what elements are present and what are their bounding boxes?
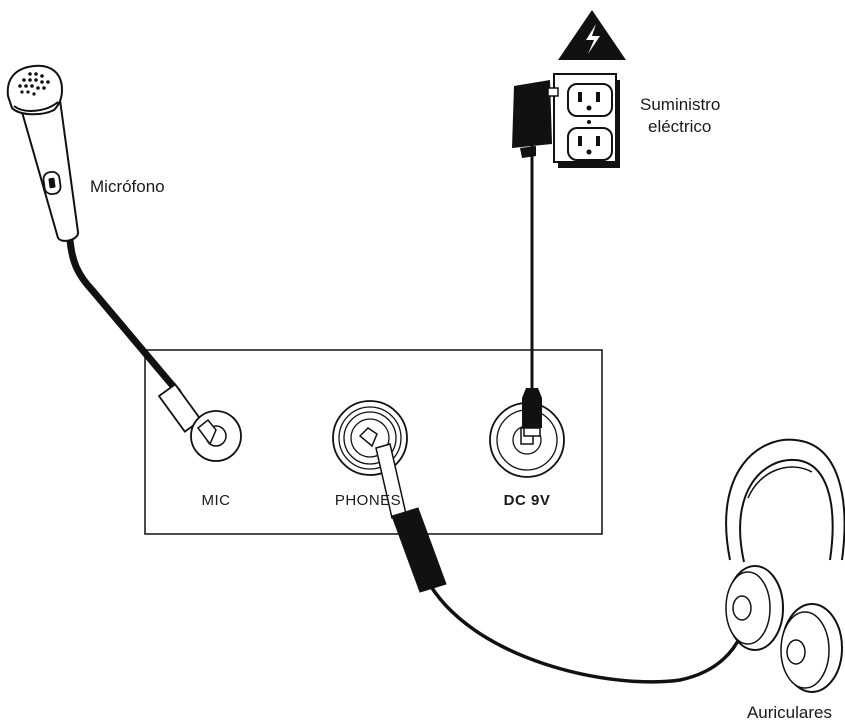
microphone-cable (66, 236, 182, 396)
headphones-icon (725, 438, 845, 693)
power-supply-label-line1: Suministro (640, 95, 720, 114)
power-adapter-icon (512, 80, 559, 158)
headphone-plug (375, 443, 447, 593)
mic-jack (190, 410, 242, 462)
power-supply-label-line2: eléctrico (648, 117, 711, 136)
dc-plug (522, 388, 542, 437)
microphone-icon (6, 64, 79, 242)
headphones-label: Auriculares (747, 703, 832, 722)
power-outlet-icon (553, 73, 620, 168)
phones-jack (332, 400, 408, 476)
phones-port-label: PHONES (335, 492, 401, 509)
high-voltage-warning-icon (558, 10, 626, 60)
dc-port-label: DC 9V (504, 492, 551, 509)
microphone-label: Micrófono (90, 177, 165, 196)
mic-port-label: MIC (202, 492, 231, 509)
headphone-cable (424, 577, 746, 684)
